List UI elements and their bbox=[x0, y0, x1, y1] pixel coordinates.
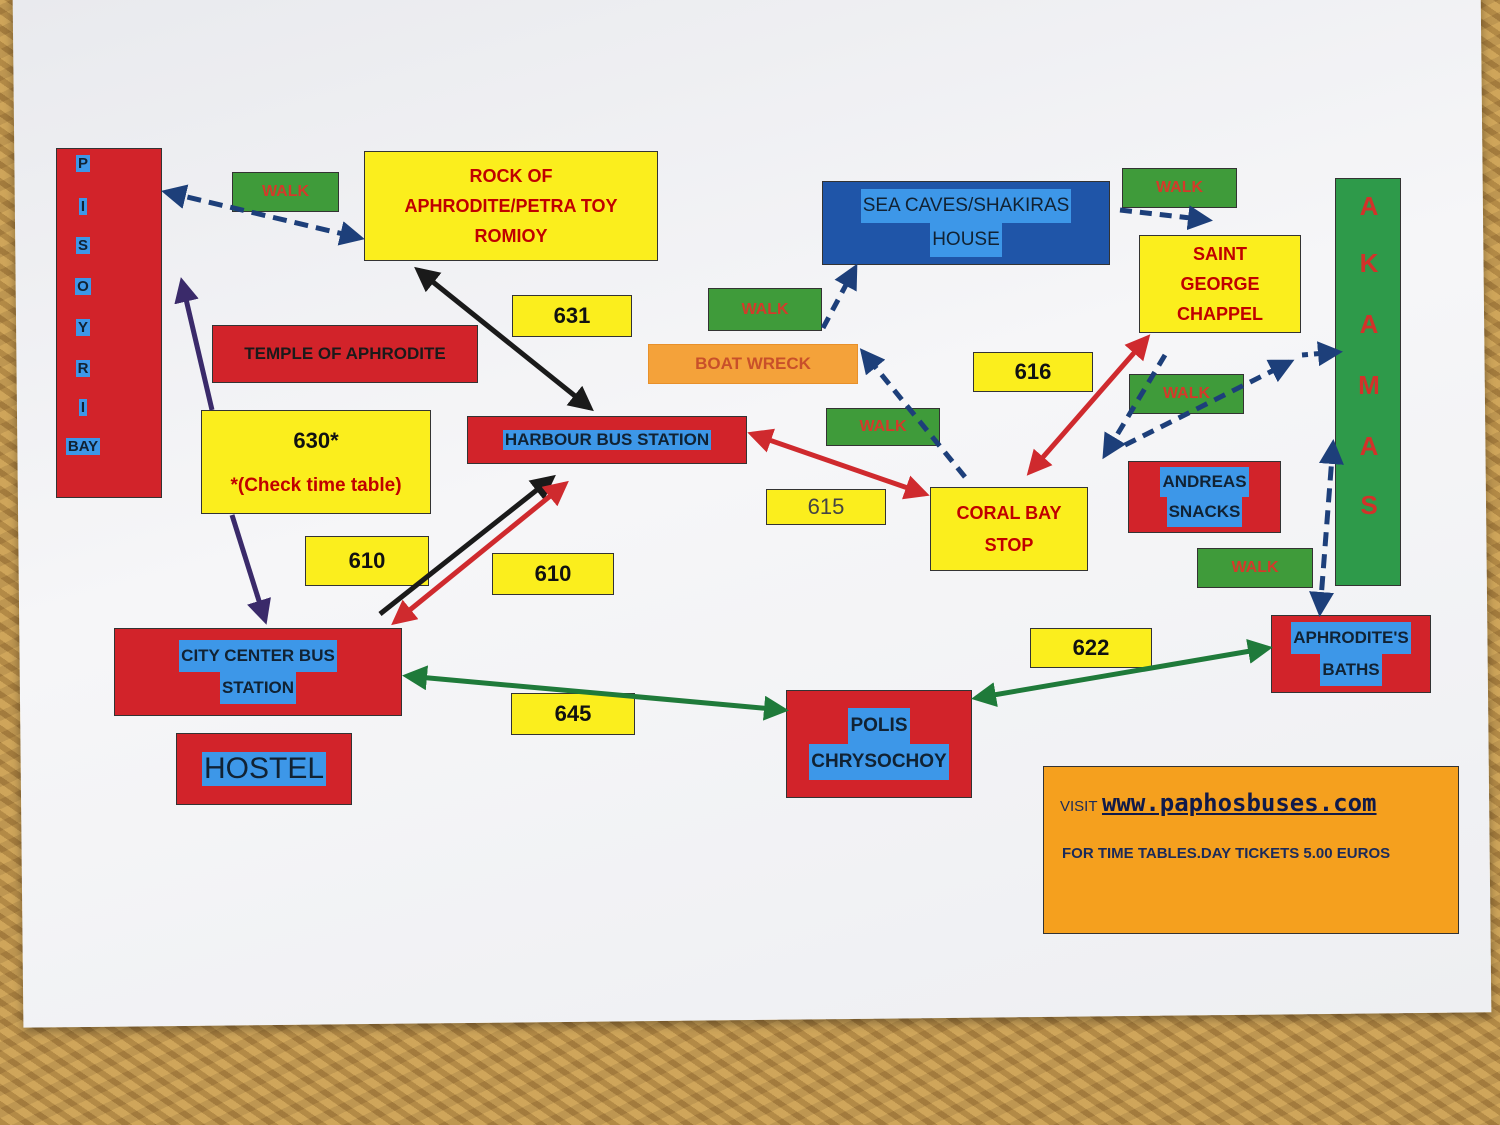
place-line: CHAPPEL bbox=[1176, 304, 1263, 324]
info-visit-label: VISIT bbox=[1060, 798, 1098, 815]
walk-label: WALK bbox=[1122, 168, 1237, 208]
strip-bay-label: BAY bbox=[65, 438, 101, 455]
strip-letter: K bbox=[1359, 248, 1379, 278]
info-visit-line: VISIT www.paphosbuses.com bbox=[1060, 789, 1377, 817]
rock-of-aphrodite-box: ROCK OF APHRODITE/PETRA TOY ROMIOY bbox=[364, 151, 658, 261]
harbour-bus-station-box: HARBOUR BUS STATION bbox=[467, 416, 747, 464]
andreas-snacks-box: ANDREAS SNACKS bbox=[1128, 461, 1281, 533]
city-center-bus-station-box: CITY CENTER BUS STATION bbox=[114, 628, 402, 716]
place-line: APHRODITE'S bbox=[1291, 622, 1411, 654]
place-line: ANDREAS bbox=[1160, 467, 1249, 497]
place-line: GEORGE bbox=[1180, 274, 1260, 294]
bus-arrow-610-black bbox=[378, 474, 556, 616]
place-line: BATHS bbox=[1320, 654, 1382, 686]
place-line: SNACKS bbox=[1166, 497, 1243, 527]
walk-arrow-seacaves-stgeorge bbox=[1119, 205, 1213, 231]
aphrodites-baths-box: APHRODITE'S BATHS bbox=[1271, 615, 1431, 693]
strip-letter: A bbox=[1359, 309, 1379, 339]
strip-letter: O bbox=[75, 278, 91, 295]
place-line: STATION bbox=[219, 672, 297, 704]
strip-letter: S bbox=[1360, 490, 1378, 520]
walk-arrow-coralbay-boatwreck bbox=[859, 348, 967, 479]
strip-letter: I bbox=[78, 198, 88, 215]
strip-letter: R bbox=[75, 360, 91, 377]
bus-arrow-622 bbox=[971, 639, 1273, 707]
route-number: 630* bbox=[293, 427, 339, 453]
place-line: CHRYSOCHOY bbox=[809, 744, 949, 780]
bus-arrow-630-up bbox=[174, 277, 215, 411]
bus-arrow-615 bbox=[747, 428, 930, 500]
place-line: ROMIOY bbox=[474, 226, 548, 246]
bus-arrow-630-down bbox=[229, 514, 271, 625]
place-line: STOP bbox=[984, 535, 1034, 555]
place-line: POLIS bbox=[848, 708, 910, 744]
place-line: SEA CAVES/SHAKIRAS bbox=[860, 189, 1072, 223]
walk-text: WALK bbox=[1231, 559, 1279, 576]
polis-chrysochoy-box: POLIS CHRYSOCHOY bbox=[786, 690, 972, 798]
walk-text: WALK bbox=[1162, 385, 1211, 402]
bus-arrow-610-red bbox=[391, 480, 569, 626]
place-label: HARBOUR BUS STATION bbox=[502, 430, 712, 450]
walk-text: WALK bbox=[1155, 179, 1204, 196]
place-label: TEMPLE OF APHRODITE bbox=[244, 344, 446, 363]
boat-wreck-box: BOAT WRECK bbox=[648, 344, 858, 384]
place-label: BOAT WRECK bbox=[695, 354, 811, 373]
paphosbuses-link[interactable]: www.paphosbuses.com bbox=[1101, 789, 1377, 817]
walk-arrow-baths-akamas bbox=[1309, 439, 1344, 617]
saint-george-chappel-box: SAINT GEORGE CHAPPEL bbox=[1139, 235, 1301, 333]
hostel-box: HOSTEL bbox=[176, 733, 352, 805]
walk-arrow-andreas-akamas bbox=[1123, 359, 1295, 448]
bus-arrow-631 bbox=[414, 266, 594, 412]
bus-arrow-645 bbox=[402, 665, 789, 721]
place-line: CITY CENTER BUS bbox=[179, 640, 337, 672]
route-630-label: 630* *(Check time table) bbox=[201, 410, 431, 514]
walk-label: WALK bbox=[708, 288, 822, 331]
walk-text: WALK bbox=[741, 300, 789, 318]
walk-arrow-pisoyri-rock bbox=[161, 184, 365, 246]
strip-letter: A bbox=[1359, 431, 1379, 461]
strip-letter: S bbox=[75, 237, 90, 254]
place-line: SAINT bbox=[1193, 244, 1247, 264]
akamas-strip: A K A M A S bbox=[1335, 178, 1401, 586]
strip-letter: Y bbox=[75, 319, 90, 336]
walk-arrow-to-akamas bbox=[1301, 341, 1343, 367]
sea-caves-box: SEA CAVES/SHAKIRAS HOUSE bbox=[822, 181, 1110, 265]
place-line: CORAL BAY bbox=[956, 503, 1062, 523]
info-text: FOR TIME TABLES.DAY TICKETS 5.00 EUROS bbox=[1062, 845, 1391, 862]
place-line: APHRODITE/PETRA TOY bbox=[404, 196, 618, 216]
route-number: 610 bbox=[348, 548, 386, 573]
strip-letter: P bbox=[75, 155, 90, 172]
strip-letter: M bbox=[1358, 370, 1380, 400]
bus-arrow-616 bbox=[1026, 334, 1151, 476]
info-box: VISIT www.paphosbuses.com FOR TIME TABLE… bbox=[1043, 766, 1459, 934]
place-label: HOSTEL bbox=[201, 752, 327, 786]
strip-letter: A bbox=[1359, 191, 1379, 221]
pisoyri-bay-strip: P I S O Y R I BAY bbox=[56, 148, 162, 498]
coral-bay-stop-box: CORAL BAY STOP bbox=[930, 487, 1088, 571]
walk-arrow-to-seacaves bbox=[820, 263, 858, 330]
place-line: HOUSE bbox=[930, 223, 1002, 257]
route-note: *(Check time table) bbox=[230, 474, 402, 496]
strip-letter: I bbox=[78, 399, 88, 416]
place-line: ROCK OF bbox=[469, 166, 553, 186]
